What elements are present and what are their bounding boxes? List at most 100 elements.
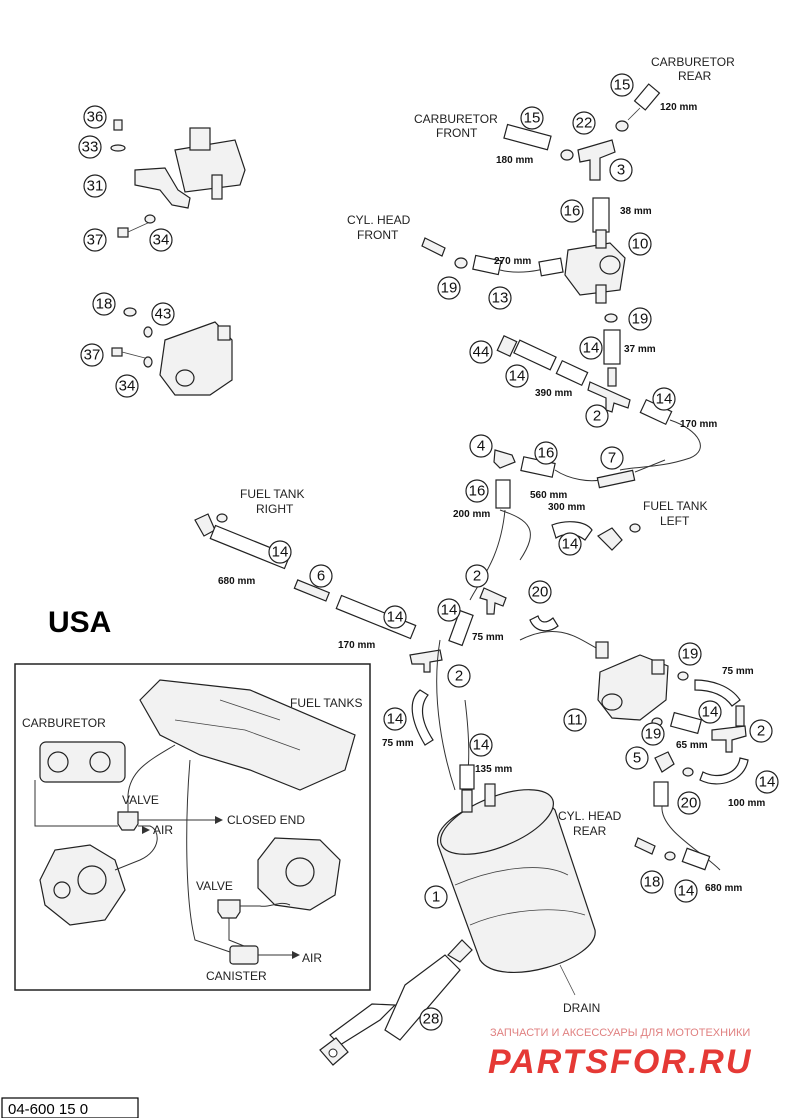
schematic-valve-2: VALVE xyxy=(196,879,233,893)
callout-2-b: 2 xyxy=(473,568,481,585)
callout-14-b: 14 xyxy=(509,368,526,385)
callout-13: 13 xyxy=(492,290,509,307)
length-390: 390 mm xyxy=(535,388,572,399)
length-38: 38 mm xyxy=(620,206,652,217)
valve-assembly-2 xyxy=(111,307,233,396)
callout-15-b: 15 xyxy=(524,110,541,127)
length-560: 560 mm xyxy=(530,490,567,501)
callout-19-c: 19 xyxy=(682,646,699,663)
length-300: 300 mm xyxy=(548,502,585,513)
callout-14-d: 14 xyxy=(562,536,579,553)
schematic-carburetor: CARBURETOR xyxy=(22,716,106,730)
callout-19-a: 19 xyxy=(441,280,458,297)
callout-14-j: 14 xyxy=(702,704,719,721)
callout-7: 7 xyxy=(608,450,616,467)
label-carb-rear-1: CARBURETOR xyxy=(651,55,735,69)
callout-14-k: 14 xyxy=(759,774,776,791)
callout-43: 43 xyxy=(155,306,172,323)
callout-22: 22 xyxy=(576,115,593,132)
region-title: USA xyxy=(48,606,111,639)
label-fuel-left-2: LEFT xyxy=(660,514,690,528)
callout-2-c: 2 xyxy=(455,668,463,685)
callout-44: 44 xyxy=(473,344,490,361)
length-100: 100 mm xyxy=(728,798,765,809)
callout-14-a: 14 xyxy=(583,340,600,357)
length-75-b: 75 mm xyxy=(382,738,414,749)
watermark-subtitle: ЗАПЧАСТИ И АКСЕССУАРЫ ДЛЯ МОТОТЕХНИКИ xyxy=(490,1027,750,1039)
callout-2-d: 2 xyxy=(757,723,765,740)
canister xyxy=(437,783,596,996)
length-170-b: 170 mm xyxy=(338,640,375,651)
callout-37-a: 37 xyxy=(87,232,104,249)
callout-14-i: 14 xyxy=(473,737,490,754)
length-135: 135 mm xyxy=(475,764,512,775)
schematic-canister: CANISTER xyxy=(206,969,267,983)
central-hoses xyxy=(409,509,601,791)
callout-18-a: 18 xyxy=(96,296,113,313)
callout-18-b: 18 xyxy=(644,874,661,891)
callout-19-b: 19 xyxy=(632,311,649,328)
label-fuel-left-1: FUEL TANK xyxy=(643,499,707,513)
callout-2-a: 2 xyxy=(593,408,601,425)
rear-valve-assembly xyxy=(595,641,749,871)
label-cyl-front-2: FRONT xyxy=(357,228,399,242)
t-piece-area-1 xyxy=(496,334,701,471)
callouts xyxy=(78,73,779,1031)
drain-hose xyxy=(319,939,473,1066)
length-170-a: 170 mm xyxy=(680,419,717,430)
callout-20-a: 20 xyxy=(532,584,549,601)
label-cyl-front-1: CYL. HEAD xyxy=(347,213,411,227)
schematic-closed-end: CLOSED END xyxy=(227,813,305,827)
callout-11: 11 xyxy=(567,712,583,729)
callout-34-b: 34 xyxy=(119,378,136,395)
callout-14-g: 14 xyxy=(387,609,404,626)
usa-schematic-box xyxy=(14,663,371,991)
fuel-tank-connectors xyxy=(194,513,641,640)
fitting-4-7-area xyxy=(493,449,666,509)
label-fuel-right-2: RIGHT xyxy=(256,502,294,516)
label-drain: DRAIN xyxy=(563,1001,600,1015)
top-right-hoses xyxy=(503,83,661,365)
schematic-air-2: AIR xyxy=(302,951,322,965)
callout-1: 1 xyxy=(432,889,440,906)
schematic-valve-1: VALVE xyxy=(122,793,159,807)
callout-16-c: 16 xyxy=(469,483,486,500)
schematic-air-1: AIR xyxy=(153,823,173,837)
length-65: 65 mm xyxy=(676,740,708,751)
callout-4: 4 xyxy=(477,438,485,455)
callout-15-a: 15 xyxy=(614,77,631,94)
callout-14-h: 14 xyxy=(387,711,404,728)
callout-33: 33 xyxy=(82,139,99,156)
callout-16-b: 16 xyxy=(538,445,555,462)
callout-28: 28 xyxy=(423,1011,440,1028)
callout-14-f: 14 xyxy=(441,602,458,619)
label-carb-rear-2: REAR xyxy=(678,69,712,83)
watermark-brand: PARTSFOR.RU xyxy=(488,1043,752,1081)
callout-10: 10 xyxy=(632,236,649,253)
callout-16-a: 16 xyxy=(564,203,581,220)
callout-14-e: 14 xyxy=(272,544,289,561)
label-carb-front-1: CARBURETOR xyxy=(414,112,498,126)
callout-31: 31 xyxy=(87,178,104,195)
label-fuel-right-1: FUEL TANK xyxy=(240,487,304,501)
callout-37-b: 37 xyxy=(84,347,101,364)
callout-5: 5 xyxy=(633,750,641,767)
drawing-code-box xyxy=(1,1097,139,1118)
label-cyl-rear-1: CYL. HEAD xyxy=(558,809,622,823)
callout-20-b: 20 xyxy=(681,795,698,812)
cyl-head-front-hose xyxy=(421,237,564,277)
length-270: 270 mm xyxy=(494,256,531,267)
callout-3: 3 xyxy=(617,162,625,179)
valve-bracket-assembly xyxy=(110,119,246,238)
length-37: 37 mm xyxy=(624,344,656,355)
callout-numbers: 36 33 31 37 34 18 43 37 34 15 15 22 3 16… xyxy=(82,77,776,1028)
label-carb-front-2: FRONT xyxy=(436,126,478,140)
callout-14-c: 14 xyxy=(656,391,673,408)
length-75-c: 75 mm xyxy=(722,666,754,677)
length-680-b: 680 mm xyxy=(705,883,742,894)
callout-6: 6 xyxy=(317,568,325,585)
length-120: 120 mm xyxy=(660,102,697,113)
length-75-a: 75 mm xyxy=(472,632,504,643)
length-180: 180 mm xyxy=(496,155,533,166)
